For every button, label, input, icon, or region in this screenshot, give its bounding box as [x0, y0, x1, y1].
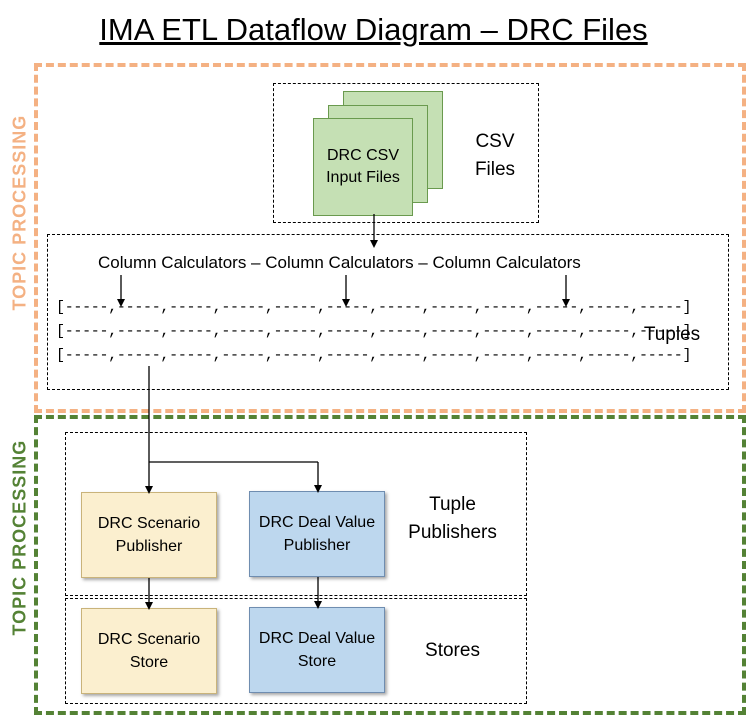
topic-processing-frame-bottom — [34, 415, 746, 715]
tuples-label: Tuples — [643, 324, 701, 345]
topic-processing-frame-top — [34, 63, 746, 413]
scenario-publisher-line1: DRC Scenario — [97, 515, 201, 532]
deal-store-line2: Store — [297, 653, 337, 670]
tuple-publishers-label: Tuple Publishers — [395, 491, 510, 547]
column-calculators-label: Column Calculators – Column Calculators … — [98, 253, 581, 272]
scenario-publisher-line2: Publisher — [115, 538, 183, 555]
tuples-region — [47, 234, 729, 390]
csv-file-card: DRC CSV Input Files — [313, 118, 413, 216]
stores-label: Stores — [425, 640, 480, 661]
deal-publisher-line2: Publisher — [283, 537, 351, 554]
drc-deal-value-store: DRC Deal Value Store — [249, 607, 385, 693]
tuple-row: [-----,-----,-----,-----,-----,-----,---… — [56, 323, 692, 340]
drc-deal-value-publisher: DRC Deal Value Publisher — [249, 491, 385, 577]
drc-scenario-store: DRC Scenario Store — [81, 608, 217, 694]
csv-region — [273, 83, 539, 223]
publishers-region — [65, 432, 527, 596]
csv-label-line1: CSV — [475, 131, 515, 152]
deal-publisher-line1: DRC Deal Value — [258, 514, 376, 531]
scenario-store-line2: Store — [129, 654, 169, 671]
publishers-label-line2: Publishers — [408, 522, 497, 543]
csv-card-line1: DRC CSV — [326, 147, 399, 164]
csv-label-line2: Files — [474, 159, 516, 180]
csv-card-line2: Input Files — [326, 169, 400, 186]
tuple-row: [-----,-----,-----,-----,-----,-----,---… — [56, 347, 692, 364]
deal-store-line1: DRC Deal Value — [258, 630, 376, 647]
csv-files-label: CSV Files — [455, 128, 535, 184]
scenario-store-line1: DRC Scenario — [97, 631, 201, 648]
stores-region — [65, 598, 527, 704]
tuple-row: [-----,-----,-----,-----,-----,-----,---… — [56, 299, 692, 316]
page-title: IMA ETL Dataflow Diagram – DRC Files — [99, 12, 648, 47]
publishers-label-line1: Tuple — [429, 494, 476, 515]
